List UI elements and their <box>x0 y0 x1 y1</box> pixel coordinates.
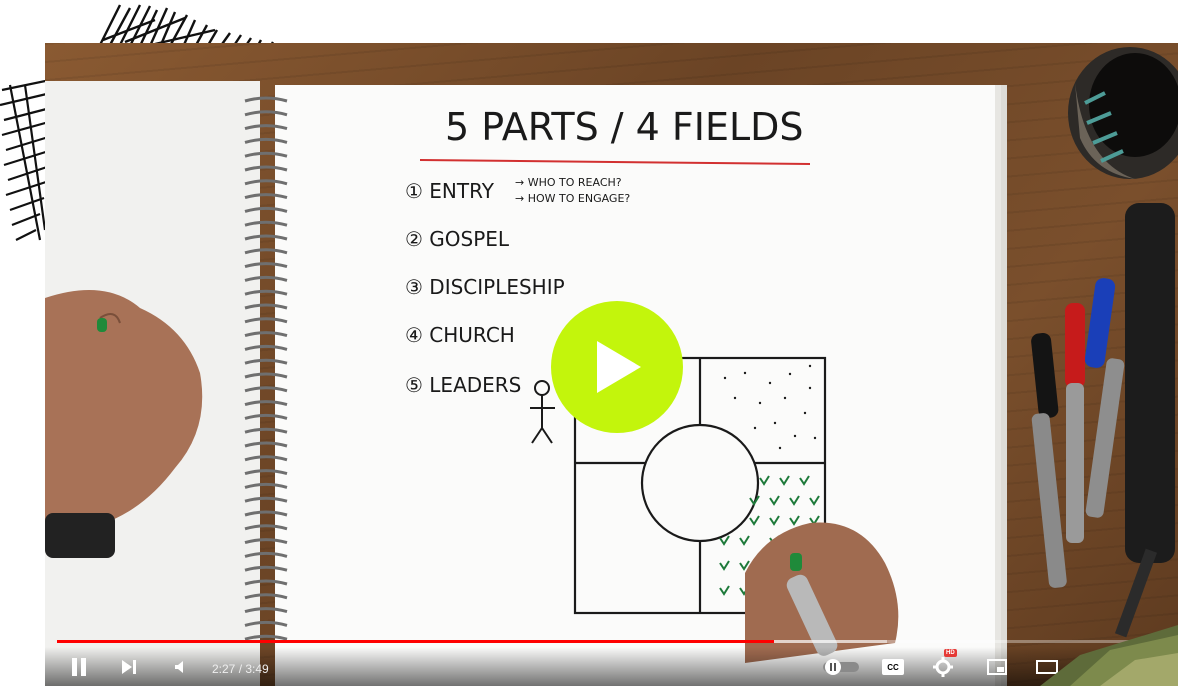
spiral-ring <box>244 344 288 351</box>
spiral-ring <box>244 413 288 420</box>
spiral-ring <box>244 386 288 393</box>
title-underline <box>419 159 811 165</box>
settings-button[interactable]: HD <box>929 649 957 679</box>
foliage-decoration <box>1040 625 1178 686</box>
time-separator: / <box>235 662 246 676</box>
spiral-ring <box>244 179 288 186</box>
theater-icon <box>1036 660 1058 674</box>
spiral-ring <box>244 234 288 241</box>
volume-icon <box>175 661 183 673</box>
progress-played <box>57 640 775 643</box>
progress-bar[interactable] <box>57 640 1178 643</box>
spiral-ring <box>244 124 288 131</box>
spiral-ring <box>244 620 288 627</box>
theater-mode-button[interactable] <box>1033 655 1061 679</box>
spiral-ring <box>244 165 288 172</box>
pause-icon <box>72 658 86 676</box>
spiral-ring <box>244 634 288 641</box>
next-icon <box>122 660 136 674</box>
field-dots <box>723 364 817 450</box>
sharpie-markers <box>1031 203 1175 638</box>
miniplayer-icon <box>987 659 1007 675</box>
spiral-ring <box>244 496 288 503</box>
spiral-ring <box>244 137 288 144</box>
spiral-ring <box>244 248 288 255</box>
time-total: 3:49 <box>245 662 269 676</box>
entry-note-reach: → WHO TO REACH? <box>515 176 622 189</box>
list-item-leaders: ⑤ LEADERS <box>405 373 521 397</box>
spiral-ring <box>244 331 288 338</box>
volume-button[interactable] <box>169 655 193 679</box>
autoplay-toggle[interactable] <box>821 655 861 679</box>
captions-button[interactable]: CC <box>879 655 907 679</box>
stick-figure <box>530 380 555 444</box>
spiral-ring <box>244 607 288 614</box>
spiral-ring <box>244 96 288 103</box>
spiral-ring <box>244 206 288 213</box>
spiral-ring <box>244 565 288 572</box>
next-button[interactable] <box>117 655 141 679</box>
spiral-binding <box>244 96 288 641</box>
spiral-ring <box>244 372 288 379</box>
hd-badge: HD <box>944 649 957 657</box>
list-item-discipleship: ③ DISCIPLESHIP <box>405 275 565 299</box>
settings-icon <box>933 657 953 677</box>
play-button[interactable] <box>551 301 683 433</box>
list-item-church: ④ CHURCH <box>405 323 515 347</box>
spiral-ring <box>244 551 288 558</box>
spiral-ring <box>244 275 288 282</box>
scribble-decoration-left <box>0 80 59 241</box>
spiral-ring <box>244 427 288 434</box>
coffee-mug <box>1068 47 1178 179</box>
spiral-ring <box>244 262 288 269</box>
spiral-ring <box>244 151 288 158</box>
cc-label: CC <box>887 662 899 672</box>
video-player[interactable]: 5 PARTS / 4 FIELDS ① ENTRY → WHO TO REAC… <box>45 43 1178 686</box>
spiral-ring <box>244 579 288 586</box>
four-fields-diagram <box>573 356 827 615</box>
autoplay-toggle-icon <box>823 659 859 675</box>
cc-icon <box>882 659 904 675</box>
spiral-ring <box>244 524 288 531</box>
player-controls: 2:27 / 3:49 CC HD <box>45 647 1178 686</box>
list-item-entry: ① ENTRY <box>405 179 495 203</box>
time-display: 2:27 / 3:49 <box>212 662 269 676</box>
notebook-drawing: 5 PARTS / 4 FIELDS ① ENTRY → WHO TO REAC… <box>405 105 827 615</box>
spiral-ring <box>244 289 288 296</box>
entry-note-engage: → HOW TO ENGAGE? <box>515 192 630 205</box>
spiral-ring <box>244 193 288 200</box>
spiral-ring <box>244 538 288 545</box>
spiral-ring <box>244 110 288 117</box>
spiral-ring <box>244 317 288 324</box>
spiral-ring <box>244 400 288 407</box>
left-hand <box>45 290 203 558</box>
play-icon <box>597 341 641 393</box>
spiral-ring <box>244 510 288 517</box>
spiral-ring <box>244 441 288 448</box>
miniplayer-button[interactable] <box>983 655 1011 679</box>
spiral-ring <box>244 455 288 462</box>
drawing-title: 5 PARTS / 4 FIELDS <box>445 105 804 149</box>
time-current: 2:27 <box>212 662 236 676</box>
spiral-ring <box>244 469 288 476</box>
spiral-ring <box>244 220 288 227</box>
list-item-gospel: ② GOSPEL <box>405 227 510 251</box>
spiral-ring <box>244 593 288 600</box>
spiral-ring <box>244 303 288 310</box>
spiral-ring <box>244 482 288 489</box>
right-hand <box>745 522 899 663</box>
spiral-ring <box>244 358 288 365</box>
pause-button[interactable] <box>67 655 91 679</box>
